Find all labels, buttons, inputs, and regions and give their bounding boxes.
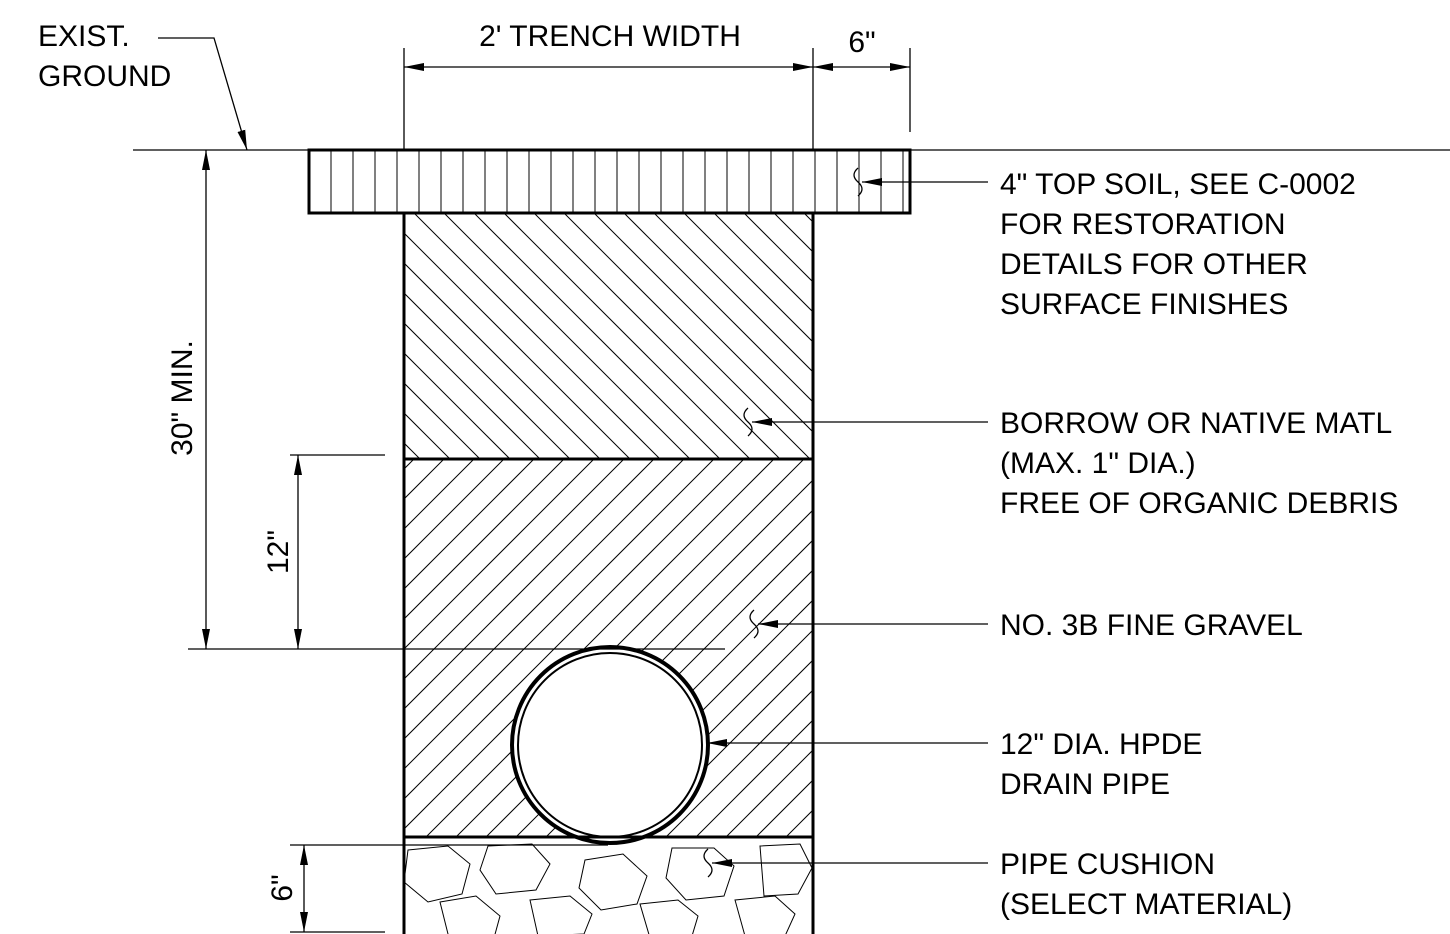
hatch-line <box>695 719 813 837</box>
hatch-line <box>443 213 691 459</box>
pipe-callout: 12" DIA. HPDE DRAIN PIPE <box>707 728 1202 801</box>
topsoil-callout: 4" TOP SOIL, SEE C-0002 FOR RESTORATION … <box>853 167 1356 321</box>
hatch-line <box>404 459 475 530</box>
hatch-line <box>653 213 813 373</box>
hatch-line <box>404 459 535 590</box>
cushion-stone <box>665 847 735 901</box>
cushion-stone <box>759 843 813 897</box>
cushion-stone <box>479 843 551 895</box>
cushion-depth-label: 6" <box>266 874 299 901</box>
hatch-line <box>404 459 415 470</box>
exist-ground-label-2: GROUND <box>38 60 171 93</box>
borrow-label-1: BORROW OR NATIVE MATL <box>1000 407 1392 440</box>
hatch-line <box>0 459 384 849</box>
trench-width-label: 2' TRENCH WIDTH <box>479 20 741 53</box>
depth-dimension: 30" MIN. <box>166 150 210 649</box>
cushion-layer <box>404 843 813 934</box>
trench-width-dimension: 2' TRENCH WIDTH <box>404 20 813 71</box>
hatch-line <box>404 459 745 800</box>
borrow-callout: BORROW OR NATIVE MATL (MAX. 1" DIA.) FRE… <box>743 407 1398 520</box>
hatch-line <box>404 322 541 459</box>
hatch-line <box>404 459 565 620</box>
hatch-line <box>404 262 601 459</box>
hatch-line <box>755 779 813 837</box>
backfill-layer <box>404 213 813 459</box>
borrow-label-2: (MAX. 1" DIA.) <box>1000 447 1196 480</box>
hatch-line <box>404 232 631 459</box>
cushion-label-2: (SELECT MATERIAL) <box>1000 888 1292 921</box>
hatch-line <box>665 689 813 837</box>
hatch-line <box>404 459 445 500</box>
hatch-line <box>623 213 813 403</box>
gravel-label: NO. 3B FINE GRAVEL <box>1000 609 1303 642</box>
hatch-line <box>713 213 813 313</box>
hatch-line <box>404 459 685 740</box>
topsoil-label-4: SURFACE FINISHES <box>1000 288 1288 321</box>
depth-label: 30" MIN. <box>166 340 199 456</box>
gravel-callout: NO. 3B FINE GRAVEL <box>749 609 1303 642</box>
hatch-line <box>404 459 715 770</box>
hatch-line <box>533 213 781 459</box>
hatch-line <box>404 442 421 459</box>
cushion-stone <box>529 895 593 934</box>
topsoil-label-3: DETAILS FOR OTHER <box>1000 248 1308 281</box>
hatch-line <box>404 459 655 710</box>
cushion-stone <box>639 899 699 934</box>
cushion-label-1: PIPE CUSHION <box>1000 848 1215 881</box>
hatch-line <box>413 213 661 459</box>
hatch-line <box>725 749 813 837</box>
cushion-dimension: 6" <box>266 845 308 932</box>
overhang-dimension: 6" <box>813 26 910 71</box>
hatch-line <box>593 213 813 433</box>
hatch-line <box>404 459 625 680</box>
cushion-callout: PIPE CUSHION (SELECT MATERIAL) <box>703 848 1292 921</box>
hatch-line <box>404 459 595 650</box>
pipe-label-1: 12" DIA. HPDE <box>1000 728 1202 761</box>
topsoil-label-2: FOR RESTORATION <box>1000 208 1286 241</box>
existing-ground-callout: EXIST. GROUND <box>38 20 248 151</box>
hatch-line <box>404 459 505 560</box>
hatch-line <box>404 292 571 459</box>
drain-pipe <box>510 645 710 845</box>
cushion-stone <box>734 895 796 934</box>
pipe-label-2: DRAIN PIPE <box>1000 768 1170 801</box>
hatch-line <box>563 213 811 459</box>
hatch-line <box>743 213 813 283</box>
hatch-line <box>404 382 481 459</box>
topsoil-layer <box>307 148 912 215</box>
overhang-label: 6" <box>848 26 875 59</box>
hatch-line <box>683 213 813 343</box>
topsoil-label-1: 4" TOP SOIL, SEE C-0002 <box>1000 168 1356 201</box>
hatch-line <box>503 213 751 459</box>
cover-label: 12" <box>262 530 295 574</box>
borrow-label-3: FREE OF ORGANIC DEBRIS <box>1000 487 1398 520</box>
hatch-line <box>404 412 451 459</box>
cushion-stone <box>578 853 648 911</box>
exist-ground-label-1: EXIST. <box>38 20 130 53</box>
hatch-line <box>404 352 511 459</box>
cushion-stone <box>404 845 471 903</box>
cover-dimension: 12" <box>262 455 302 649</box>
hatch-line <box>473 213 721 459</box>
cushion-stone <box>439 895 501 934</box>
